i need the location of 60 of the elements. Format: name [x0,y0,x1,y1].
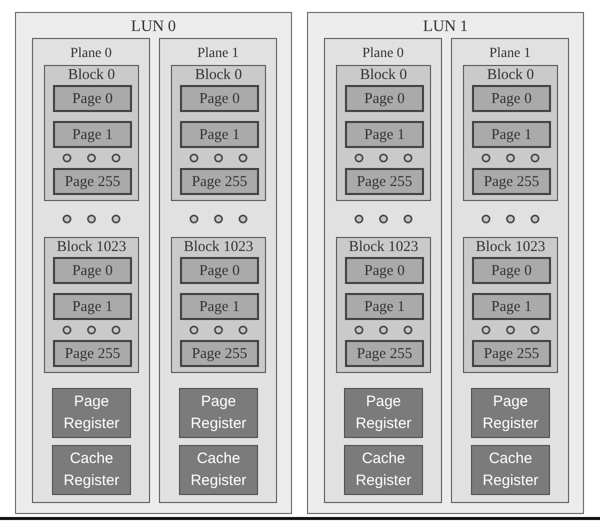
block-panel [463,65,558,201]
page-box: Page 0 [53,257,132,284]
plane-label: Plane 0 [361,45,405,63]
block-label: Block 1023 [56,238,128,256]
block-panel [336,237,431,373]
page-box: Page 255 [472,340,551,367]
block-label: Block 1023 [348,238,420,256]
block-panel [44,65,139,201]
register-box: Page Register [344,388,423,438]
page-box: Page 1 [472,293,551,320]
lun-label: LUN 0 [130,17,177,37]
plane-label: Plane 1 [488,45,532,63]
register-box: Page Register [52,388,131,438]
block-panel [171,65,266,201]
plane-panel [32,38,150,503]
page-box: Page 1 [345,121,424,148]
page-box: Page 1 [53,293,132,320]
page-box: Page 0 [180,257,259,284]
plane-label: Plane 0 [69,45,113,63]
register-box: Page Register [179,388,258,438]
register-box: Cache Register [344,445,423,495]
page-box: Page 255 [472,168,551,195]
page-box: Page 1 [345,293,424,320]
block-label: Block 0 [194,66,244,84]
lun-label: LUN 1 [422,17,469,37]
plane-panel [451,38,569,503]
register-box: Cache Register [179,445,258,495]
page-box: Page 255 [345,340,424,367]
page-box: Page 255 [53,340,132,367]
block-panel [463,237,558,373]
page-box: Page 255 [180,340,259,367]
block-label: Block 0 [66,66,116,84]
page-box: Page 255 [53,168,132,195]
page-box: Page 1 [472,121,551,148]
block-panel [171,237,266,373]
block-label: Block 0 [486,66,536,84]
page-box: Page 255 [345,168,424,195]
register-box: Page Register [471,388,550,438]
block-panel [44,237,139,373]
block-label: Block 1023 [474,238,546,256]
page-box: Page 0 [53,85,132,112]
page-box: Page 255 [180,168,259,195]
block-panel [336,65,431,201]
page-box: Page 0 [180,85,259,112]
block-label: Block 0 [358,66,408,84]
page-box: Page 0 [472,85,551,112]
plane-label: Plane 1 [196,45,240,63]
page-box: Page 0 [345,85,424,112]
register-box: Cache Register [52,445,131,495]
page-box: Page 1 [180,121,259,148]
page-box: Page 1 [180,293,259,320]
lun-panel [307,12,584,514]
lun-panel [15,12,292,514]
page-box: Page 0 [345,257,424,284]
block-label: Block 1023 [182,238,254,256]
page-box: Page 1 [53,121,132,148]
plane-panel [159,38,277,503]
register-box: Cache Register [471,445,550,495]
page-box: Page 0 [472,257,551,284]
plane-panel [324,38,442,503]
